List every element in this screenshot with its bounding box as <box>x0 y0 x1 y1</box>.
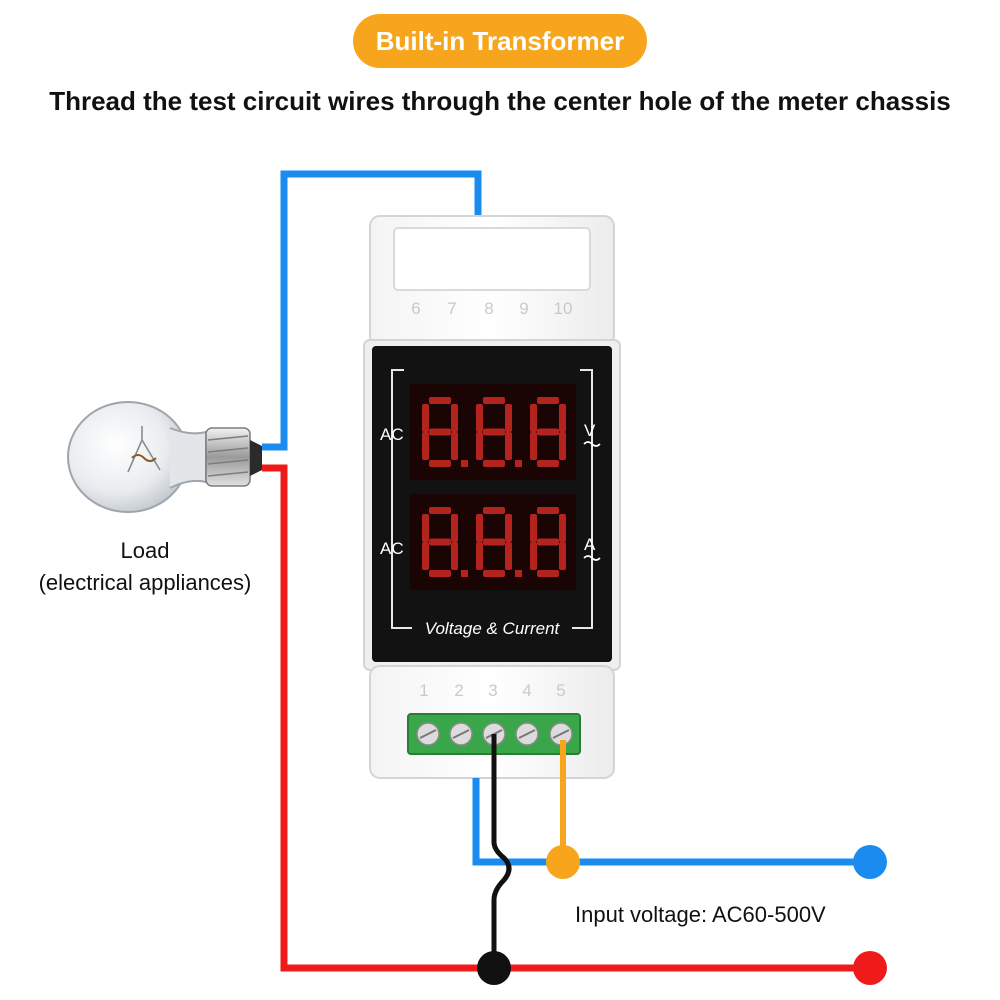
digit-segment <box>422 432 429 460</box>
digit-segment <box>483 428 505 436</box>
top-terminal-number: 8 <box>484 299 493 318</box>
blue-input-terminal <box>853 845 887 879</box>
digit-segment <box>530 404 537 432</box>
digit-segment <box>505 432 512 460</box>
digit-segment <box>537 538 559 546</box>
digit-segment <box>476 514 483 542</box>
built-in-transformer-badge: Built-in Transformer <box>353 14 647 68</box>
digit-segment <box>537 507 559 514</box>
decimal-point <box>515 570 522 577</box>
digit-segment <box>476 542 483 570</box>
decimal-point <box>515 460 522 467</box>
red-input-terminal <box>853 951 887 985</box>
digit-segment <box>537 460 559 467</box>
panel-caption: Voltage & Current <box>425 619 561 638</box>
decimal-point <box>461 460 468 467</box>
digit-segment <box>505 404 512 432</box>
digit-segment <box>429 570 451 577</box>
digit-segment <box>505 542 512 570</box>
digit-segment <box>483 397 505 404</box>
ac-tilde-icon <box>583 555 601 561</box>
voltage-digits <box>422 397 566 467</box>
instruction-heading: Thread the test circuit wires through th… <box>49 86 951 116</box>
bottom-terminal-number: 2 <box>454 681 463 700</box>
digit-segment <box>559 514 566 542</box>
top-terminal-number: 7 <box>447 299 456 318</box>
blue-wire-load <box>262 170 482 451</box>
ac-tilde-icon <box>583 441 601 447</box>
digit-segment <box>476 432 483 460</box>
current-digits <box>422 507 566 577</box>
decimal-point <box>461 570 468 577</box>
digit-segment <box>530 514 537 542</box>
black-wire <box>491 734 512 968</box>
digit-segment <box>451 404 458 432</box>
digit-segment <box>537 570 559 577</box>
display-panel <box>372 346 612 662</box>
blue-wire-input <box>472 778 870 866</box>
digit-segment <box>429 428 451 436</box>
digit-segment <box>530 432 537 460</box>
bottom-terminal-number: 3 <box>488 681 497 700</box>
digit-segment <box>476 404 483 432</box>
digit-segment <box>530 542 537 570</box>
digit-segment <box>537 397 559 404</box>
current-unit-label: A <box>584 535 596 554</box>
light-bulb-icon <box>67 401 262 513</box>
red-wire-load <box>262 464 870 972</box>
digit-segment <box>429 507 451 514</box>
digit-segment <box>483 538 505 546</box>
digit-segment <box>483 570 505 577</box>
digit-segment <box>537 428 559 436</box>
digit-segment <box>429 460 451 467</box>
bottom-terminal-number: 4 <box>522 681 531 700</box>
input-voltage-label: Input voltage: AC60-500V <box>575 902 826 927</box>
top-terminal-number: 9 <box>519 299 528 318</box>
digit-segment <box>451 542 458 570</box>
digit-segment <box>451 432 458 460</box>
load-label: Load <box>120 538 170 563</box>
digit-segment <box>483 507 505 514</box>
bottom-terminal-number: 1 <box>419 681 428 700</box>
black-junction-dot <box>477 951 511 985</box>
load-sublabel: (electrical appliances) <box>38 570 252 595</box>
digit-segment <box>559 432 566 460</box>
digit-segment <box>429 397 451 404</box>
digit-segment <box>422 542 429 570</box>
voltage-unit-label: V <box>584 421 596 440</box>
bottom-terminal-number: 5 <box>556 681 565 700</box>
digit-segment <box>559 542 566 570</box>
top-terminal-number: 10 <box>554 299 573 318</box>
digit-segment <box>422 404 429 432</box>
digit-segment <box>505 514 512 542</box>
digit-segment <box>429 538 451 546</box>
top-terminal-number: 6 <box>411 299 420 318</box>
digit-segment <box>483 460 505 467</box>
digit-segment <box>559 404 566 432</box>
current-ac-label: AC <box>380 539 404 558</box>
orange-junction-dot <box>546 845 580 879</box>
digit-segment <box>422 514 429 542</box>
digit-segment <box>451 514 458 542</box>
voltage-ac-label: AC <box>380 425 404 444</box>
